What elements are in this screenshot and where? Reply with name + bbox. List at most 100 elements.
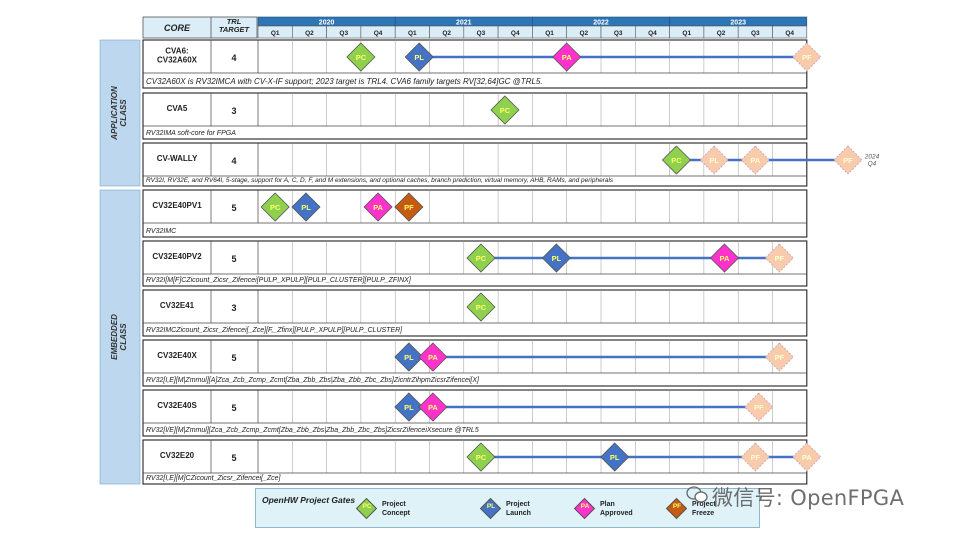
watermark-text: 微信号: OpenFPGA [712,486,905,510]
milestone-pf [792,42,822,72]
milestone-pl [600,442,630,472]
legend-diamond: PC [355,497,378,520]
row-frame [142,339,808,387]
core-name: CV-WALLY [157,154,198,163]
milestone-pc [466,292,496,322]
group-label: APPLICATIONCLASS [110,86,128,141]
wechat-icon [686,486,708,503]
legend-diamond: PL [479,497,502,520]
milestone-pf [744,392,774,422]
trl-value: 5 [231,403,236,413]
core-description: RV32I, RV32E, and RV64I, 5-stage, suppor… [146,177,614,184]
core-description: RV32IMCZicount_Zicsr_Zifencei[_Zce][F,_Z… [146,327,403,334]
milestone-label: PC [270,203,281,212]
milestone-pl [541,243,571,273]
milestone-label: PC [500,106,511,115]
milestone-label: PA [428,353,438,362]
trl-value: 3 [231,303,236,313]
core-name: CV32E40PV1 [152,201,202,210]
legend-title: OpenHW Project Gates [262,495,356,505]
milestone-label: PF [775,353,785,362]
trl-value: 5 [231,203,236,213]
milestone-pc [661,145,692,175]
quarter-label: Q1 [408,30,417,37]
quarter-label: Q4 [374,30,383,37]
milestone-pc [346,42,376,72]
milestone-pf [394,192,424,222]
quarter-label: Q2 [442,30,451,37]
milestone-pa [709,243,740,273]
quarter-label: Q3 [477,30,486,37]
core-name: CVA5 [167,104,188,113]
milestone-pa [363,192,393,222]
milestone-pa [740,145,770,175]
year-label: 2022 [593,20,609,27]
milestone-pl [394,392,424,422]
milestone-label: PF [404,203,414,212]
core-description: RV32[I/E][M|Zmmul][Zca_Zcb_Zcmp_Zcmt[Zba… [146,427,479,434]
milestone-label: PA [720,254,730,263]
quarter-label: Q1 [545,30,554,37]
milestone-pa [418,392,448,422]
quarter-label: Q3 [614,30,623,37]
trl-value: 4 [231,156,236,166]
milestone-label: PA [750,156,760,165]
milestone-pc [466,442,496,472]
core-name: CV32E20 [160,451,195,460]
milestone-label: PC [356,53,367,62]
quarter-label: Q3 [751,30,760,37]
milestone-pf [833,145,863,175]
quarter-label: Q1 [271,30,280,37]
milestone-label: PC [476,254,487,263]
core-name: CV32E40S [157,401,197,410]
milestone-pf [764,243,794,273]
core-description: RV32I[M[F]CZicount_Zicsr_Zifencei[PULP_X… [146,277,412,284]
trl-value: 4 [231,53,236,63]
milestone-label: PF [843,156,853,165]
milestone-label: PL [709,156,719,165]
milestone-label: PC [476,453,487,462]
group-label: EMBEDDEDCLASS [110,314,128,360]
milestone-label: PC [671,156,682,165]
quarter-label: Q3 [339,30,348,37]
quarter-cell [772,25,808,39]
core-description: RV32IMA soft-core for FPGA [146,130,236,137]
quarter-label: Q1 [682,30,691,37]
trl-value: 5 [231,353,236,363]
quarter-label: Q2 [580,30,589,37]
milestone-label: PA [802,453,812,462]
milestone-label: PL [301,203,311,212]
milestone-label: PA [373,203,383,212]
milestone-pa [552,42,582,72]
quarter-label: Q4 [648,30,657,37]
milestone-label: PL [610,453,620,462]
year-label: 2023 [730,20,746,27]
milestone-label: PF [754,403,764,412]
milestone-pl [291,192,321,222]
row-frame [142,389,808,437]
milestone-label: PC [476,303,487,312]
core-name: CV32E40PV2 [152,252,202,261]
row-frame [142,142,808,187]
milestone-label: PL [404,353,414,362]
core-description: RV32IMC [146,228,177,235]
milestone-label: PF [751,453,761,462]
core-description: RV32[I,E][M|Zmmul][A]Zca_Zcb_Zcmp_Zcmt[Z… [146,377,480,384]
quarter-label: Q2 [717,30,726,37]
legend-diamond: PA [573,497,596,520]
row-frame [142,39,808,89]
milestone-label: PA [428,403,438,412]
milestone-label: PL [414,53,424,62]
milestone-pc [260,192,290,222]
year-label: 2020 [319,20,335,27]
core-name: CV32E41 [160,301,195,310]
milestone-pf [764,342,794,372]
group-band [99,189,141,485]
milestone-pl [404,42,434,72]
core-description: RV32[I,E][M]CZicount_Zicsr_Zifencei[_Zce… [146,475,282,482]
quarter-label: Q2 [305,30,314,37]
milestone-pa [792,442,822,472]
